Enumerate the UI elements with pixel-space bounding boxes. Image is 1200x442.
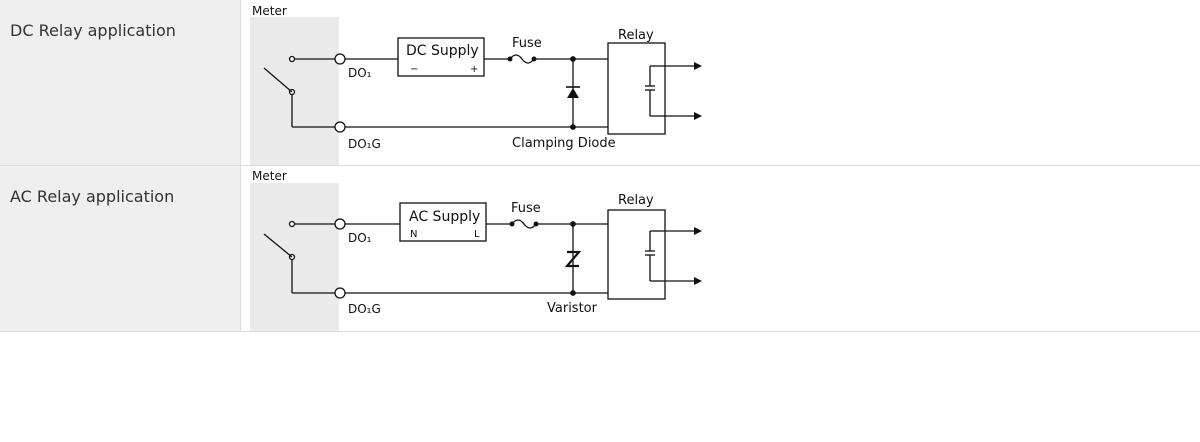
terminal-do1 (334, 218, 346, 230)
ac-relay-row: AC Relay application Meter (0, 166, 1200, 332)
terminal-do1g-label: DO₁G (348, 137, 381, 151)
arrow-right-icon (694, 277, 702, 285)
meter-label: Meter (252, 169, 287, 183)
terminal-do1g (334, 287, 346, 299)
fuse-symbol (509, 54, 535, 64)
clamping-diode-icon (567, 88, 579, 98)
terminal-do1-label: DO₁ (348, 231, 372, 245)
fuse-label: Fuse (512, 36, 542, 51)
switch-contact (288, 220, 296, 228)
supply-box (397, 37, 485, 77)
terminal-do1g-label: DO₁G (348, 302, 381, 316)
supply-right-terminal: L (474, 229, 480, 240)
arrow-right-icon (694, 112, 702, 120)
protection-label: Clamping Diode (512, 136, 616, 151)
relay-label: Relay (618, 28, 654, 43)
row-label: DC Relay application (10, 21, 176, 40)
switch-blade (263, 67, 293, 93)
row-label: AC Relay application (10, 187, 175, 206)
relay-box (607, 209, 666, 300)
supply-label: DC Supply (406, 43, 479, 59)
arrow-right-icon (694, 62, 702, 70)
terminal-do1 (334, 53, 346, 65)
supply-box (399, 202, 487, 242)
switch-blade (263, 233, 293, 258)
row-label-cell: DC Relay application (0, 0, 241, 165)
fuse-label: Fuse (511, 201, 541, 216)
dc-relay-row: DC Relay application Meter (0, 0, 1200, 166)
arrow-right-icon (694, 227, 702, 235)
protection-label: Varistor (547, 301, 598, 316)
supply-left-terminal: N (410, 229, 417, 240)
varistor-icon (564, 250, 582, 268)
supply-left-terminal: − (410, 64, 418, 75)
supply-right-terminal: + (470, 64, 478, 75)
fuse-symbol (511, 219, 537, 229)
row-label-cell: AC Relay application (0, 166, 241, 331)
terminal-do1g (334, 121, 346, 133)
meter-label: Meter (252, 4, 287, 18)
switch-contact (288, 55, 296, 63)
relay-box (607, 42, 666, 135)
supply-label: AC Supply (409, 209, 480, 225)
relay-label: Relay (618, 193, 654, 208)
ac-wiring-diagram: Meter (242, 166, 1200, 331)
terminal-do1-label: DO₁ (348, 66, 372, 80)
dc-wiring-diagram: Meter (242, 0, 1200, 165)
